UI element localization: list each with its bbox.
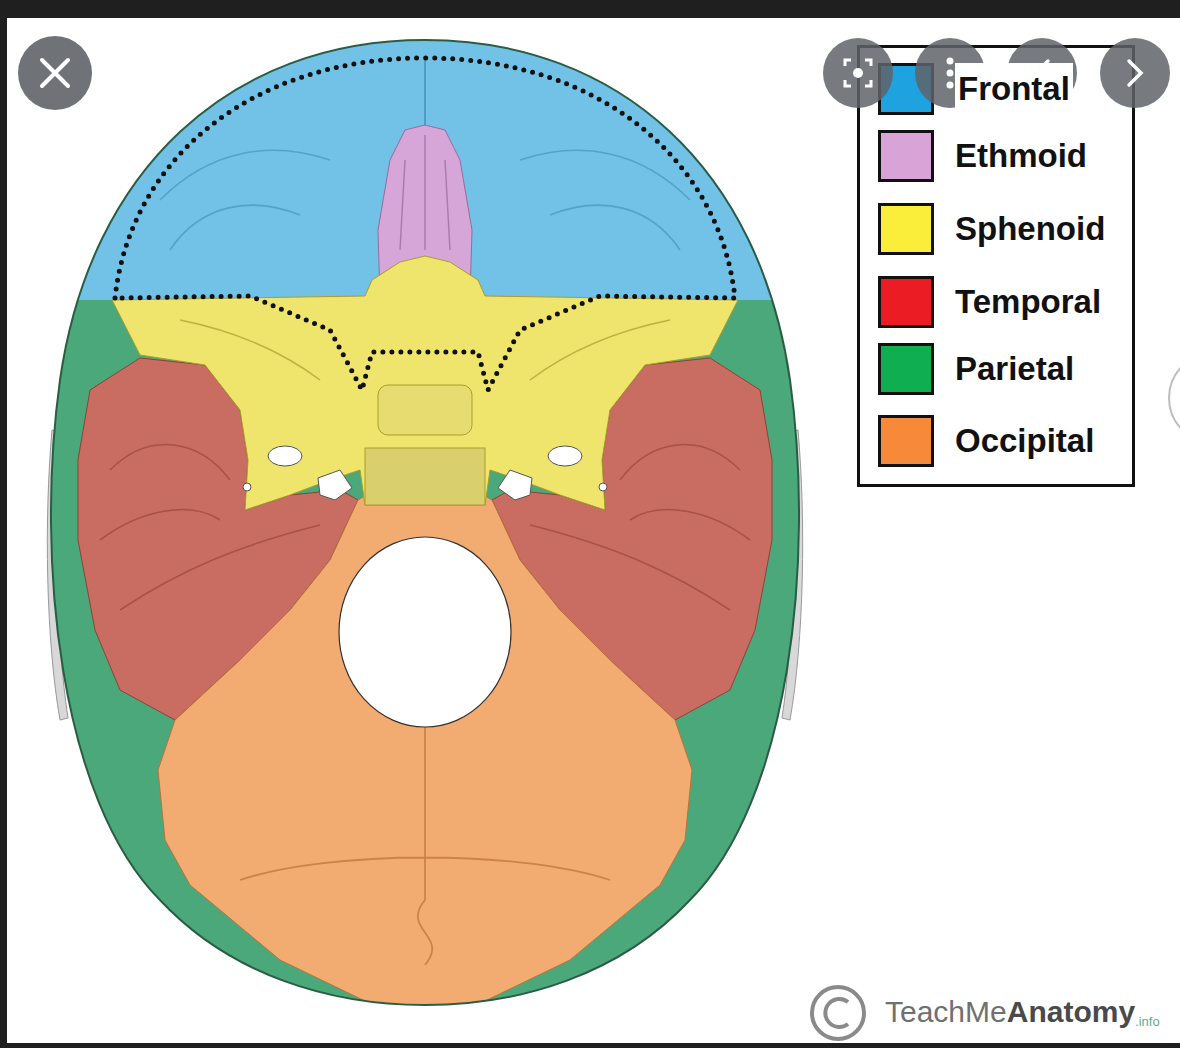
foramen — [498, 470, 532, 500]
next-icon — [1129, 61, 1141, 85]
window-bar — [0, 1043, 1180, 1048]
watermark-text: Anatomy — [1007, 995, 1135, 1028]
copyright-symbol — [825, 999, 848, 1027]
legend-swatch — [878, 276, 934, 328]
previous-button — [1007, 38, 1077, 108]
legend-text: Temporal — [955, 276, 1101, 328]
foramen-magnum — [339, 537, 511, 727]
texture-line — [424, 60, 426, 125]
lens-icon — [845, 60, 871, 86]
occipital-bone — [158, 488, 692, 1030]
legend-row: Parietal — [860, 343, 1132, 395]
texture-line — [550, 205, 680, 250]
legend-row: Occipital — [860, 415, 1132, 467]
sphenoid-body — [365, 448, 485, 505]
legend-text: Occipital — [955, 415, 1094, 467]
watermark-wrap: Anatomy — [1007, 994, 1135, 1030]
skull-outline — [51, 40, 799, 1005]
foramen — [599, 483, 607, 491]
copyright-symbol — [812, 987, 864, 1039]
previous-icon — [1036, 61, 1048, 85]
legend-box: FrontalEthmoidSphenoidTemporalParietalOc… — [857, 45, 1135, 487]
texture-line — [170, 205, 300, 250]
legend-swatch — [878, 130, 934, 182]
texture-line — [240, 727, 610, 965]
close-icon — [42, 60, 68, 86]
watermark-wrap: .info — [1135, 1012, 1160, 1030]
legend-text: Sphenoid — [955, 203, 1105, 255]
menu-icon — [947, 70, 954, 77]
window-bar — [0, 0, 1180, 18]
foramen — [548, 446, 582, 466]
lens-button — [823, 38, 893, 108]
legend-row: Frontal — [860, 63, 1132, 115]
texture-line — [160, 150, 330, 200]
legend-row: Sphenoid — [860, 203, 1132, 255]
texture-line — [180, 320, 670, 380]
sphenoid-bone — [112, 256, 738, 510]
sella-turcica — [378, 385, 472, 435]
legend-swatch — [878, 343, 934, 395]
lens-icon — [853, 68, 863, 78]
frontal-bone — [0, 0, 850, 300]
watermark-text: TeachMe — [885, 995, 1007, 1028]
menu-icon — [947, 82, 954, 89]
watermark-wrap: TeachMe — [885, 994, 1007, 1030]
legend-text: Frontal — [955, 63, 1073, 115]
legend-text: Parietal — [955, 343, 1074, 395]
foramen — [268, 446, 302, 466]
texture-line — [520, 150, 690, 200]
side-button — [1169, 353, 1180, 443]
watermark-text: .info — [1135, 1014, 1160, 1029]
menu-icon — [947, 58, 954, 65]
legend-row: Ethmoid — [860, 130, 1132, 182]
foramen — [243, 483, 251, 491]
skull-bones — [0, 0, 850, 1030]
legend-swatch — [878, 415, 934, 467]
legend-text: Ethmoid — [955, 130, 1087, 182]
menu-button — [915, 38, 985, 108]
legend-swatch — [878, 203, 934, 255]
legend-row: Temporal — [860, 276, 1132, 328]
close-button — [18, 36, 92, 110]
next-button — [1100, 38, 1170, 108]
anterior-fossa-dotted-line — [115, 58, 735, 390]
texture-line — [400, 135, 450, 250]
foramen — [318, 470, 352, 500]
window-bar — [0, 0, 7, 1048]
